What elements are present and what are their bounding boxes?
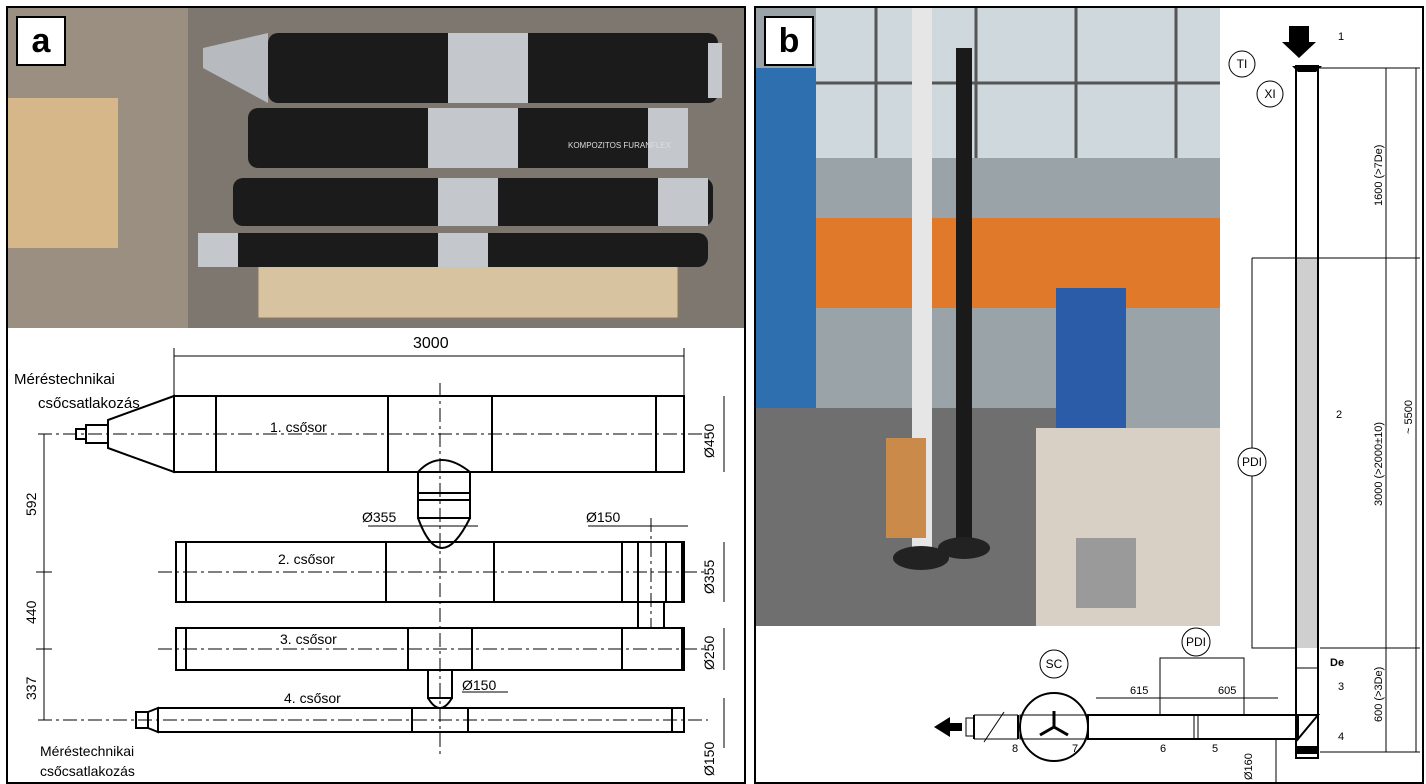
diameter-355: Ø355	[701, 560, 717, 594]
dim-615: 615	[1130, 685, 1148, 697]
item-2: 2	[1336, 409, 1342, 421]
row-2-label: 2. csősor	[278, 551, 335, 567]
item-3: 3	[1338, 681, 1344, 693]
duct-schematic: TI XI PDI PDI SC 1 2 3 4 5 6 7 8 1600 (>…	[934, 26, 1420, 782]
tee-dim-355: Ø355	[362, 509, 396, 525]
tag-pdi-vertical: PDI	[1242, 455, 1262, 469]
dim-top-length: 3000	[413, 335, 449, 352]
item-4: 4	[1338, 731, 1344, 743]
dim-3000: 3000 (>2000±10)	[1373, 422, 1385, 506]
item-1: 1	[1338, 31, 1344, 43]
panel-a: a KOMPOZITOS FURANFLEX	[6, 6, 746, 784]
tag-ti: TI	[1237, 57, 1248, 71]
pipe-rig-photo: KOMPOZITOS FURANFLEX	[8, 8, 744, 328]
tee-dim-150-a: Ø150	[586, 509, 620, 525]
lab-photo	[756, 8, 1220, 626]
spacing-337: 337	[23, 676, 39, 700]
tag-xi: XI	[1264, 87, 1275, 101]
dim-de: De	[1330, 657, 1344, 669]
tee-dim-150-b: Ø150	[462, 677, 496, 693]
diameter-450: Ø450	[701, 424, 717, 458]
row-4-label: 4. csősor	[284, 690, 341, 706]
conn-label-top-1: Méréstechnikai	[14, 371, 115, 388]
dim-600: 600 (>3De)	[1373, 667, 1385, 722]
row-1-label: 1. csősor	[270, 419, 327, 435]
item-6: 6	[1160, 743, 1166, 755]
item-5: 5	[1212, 743, 1218, 755]
dim-605: 605	[1218, 685, 1236, 697]
diameter-250: Ø250	[701, 636, 717, 670]
spacing-440: 440	[23, 600, 39, 624]
panel-a-label: a	[16, 16, 66, 66]
row-3-label: 3. csősor	[280, 631, 337, 647]
dim-d160: Ø160	[1243, 753, 1255, 780]
dim-5500: ~ 5500	[1403, 400, 1415, 434]
diameter-150: Ø150	[701, 742, 717, 776]
tag-pdi-horizontal: PDI	[1186, 635, 1206, 649]
item-7: 7	[1072, 743, 1078, 755]
dim-1600: 1600 (>7De)	[1373, 145, 1385, 206]
tag-sc: SC	[1046, 657, 1063, 671]
conn-label-bottom-1: Méréstechnikai	[40, 743, 134, 759]
pipe-rig-drawing: 3000 Méréstechnikai csőcsatlakozás 1. cs…	[14, 335, 725, 779]
spacing-592: 592	[23, 492, 39, 516]
panel-b-label: b	[764, 16, 814, 66]
photo-pipe-label: KOMPOZITOS FURANFLEX	[568, 141, 672, 150]
conn-label-bottom-2: csőcsatlakozás	[40, 763, 135, 779]
item-8: 8	[1012, 743, 1018, 755]
conn-label-top-2: csőcsatlakozás	[38, 395, 140, 412]
panel-b: b	[754, 6, 1424, 784]
